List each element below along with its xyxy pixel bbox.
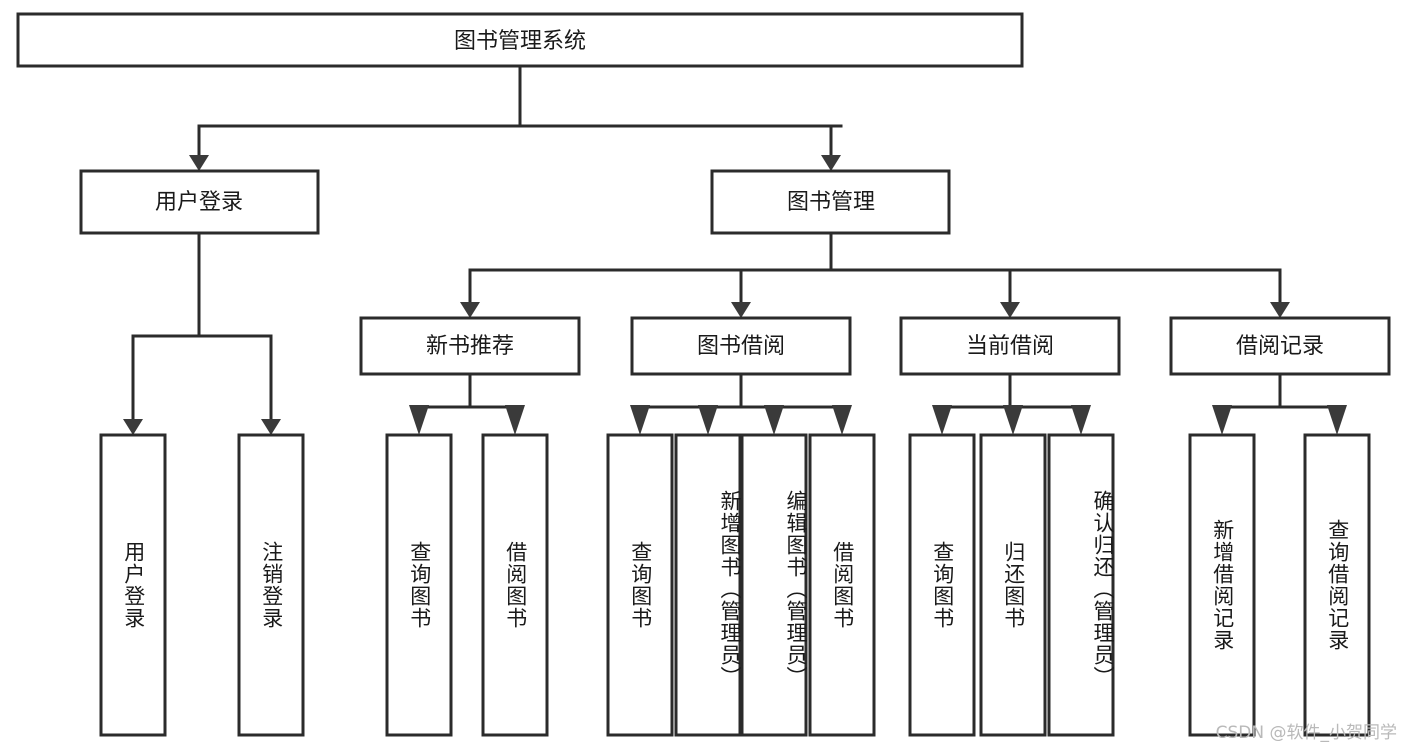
node-user-login-rect[interactable] <box>79 169 320 235</box>
leaf-rect-user-login[interactable] <box>99 433 167 737</box>
connector-group-current-borrow <box>932 372 1091 435</box>
leaf-rect-add-book-admin[interactable] <box>674 433 742 737</box>
node-new-book-recommend[interactable]: 新书推荐 <box>359 316 581 376</box>
leaf-rect-query-book-bb[interactable] <box>606 433 674 737</box>
arrowhead-nb-1 <box>409 405 429 435</box>
node-root-label: 图书管理系统 <box>454 29 586 54</box>
leaf-rect-confirm-return-admin[interactable] <box>1047 433 1115 737</box>
node-current-borrow-label: 当前借阅 <box>966 334 1054 359</box>
leaf-rect-query-book-nb[interactable] <box>385 433 453 737</box>
connector-group-user-login <box>123 231 281 435</box>
arrowhead-bb-4 <box>832 405 852 435</box>
leaf-rect-borrow-book-bb[interactable] <box>808 433 876 737</box>
connector-group-book-borrow <box>630 372 852 435</box>
node-book-management[interactable]: 图书管理 <box>710 169 951 235</box>
node-book-management-rect[interactable] <box>710 169 951 235</box>
node-book-management-label: 图书管理 <box>787 190 875 215</box>
arrowhead-bm-2 <box>731 302 751 318</box>
arrowhead-ul-2 <box>261 419 281 435</box>
node-root-rect[interactable] <box>16 12 1024 68</box>
node-new-book-recommend-label: 新书推荐 <box>426 334 514 359</box>
arrowhead-root-to-book-mgmt <box>821 155 841 171</box>
connector-group-borrow-record <box>1212 372 1347 435</box>
node-new-book-recommend-rect[interactable] <box>359 316 581 376</box>
arrowhead-bm-3 <box>1000 302 1020 318</box>
leaf-rect-query-book-cb[interactable] <box>908 433 976 737</box>
arrowhead-br-2 <box>1327 405 1347 435</box>
connector-group-book-mgmt <box>460 231 1290 318</box>
arrowhead-bm-4 <box>1270 302 1290 318</box>
arrowhead-bb-2 <box>698 405 718 435</box>
csdn-watermark: CSDN @软件_小贺同学 <box>1215 723 1397 743</box>
node-borrow-record-rect[interactable] <box>1169 316 1391 376</box>
arrowhead-cb-3 <box>1071 405 1091 435</box>
leaf-rect-logout-login[interactable] <box>237 433 305 737</box>
node-borrow-record-label: 借阅记录 <box>1236 334 1324 359</box>
arrowhead-bb-3 <box>764 405 784 435</box>
connector-group-root <box>189 64 843 171</box>
node-user-login[interactable]: 用户登录 <box>79 169 320 235</box>
node-book-borrow-rect[interactable] <box>630 316 852 376</box>
leaf-rect-borrow-book-nb[interactable] <box>481 433 549 737</box>
leaf-rect-return-book[interactable] <box>979 433 1047 737</box>
node-book-borrow[interactable]: 图书借阅 <box>630 316 852 376</box>
node-root[interactable]: 图书管理系统 <box>16 12 1024 68</box>
arrowhead-cb-1 <box>932 405 952 435</box>
leaf-rect-query-borrow-record[interactable] <box>1303 433 1371 737</box>
node-borrow-record[interactable]: 借阅记录 <box>1169 316 1391 376</box>
leaf-rect-add-borrow-record[interactable] <box>1188 433 1256 737</box>
arrowhead-root-to-user-login <box>189 155 209 171</box>
arrowhead-bm-1 <box>460 302 480 318</box>
node-book-borrow-label: 图书借阅 <box>697 334 785 359</box>
node-current-borrow-rect[interactable] <box>899 316 1121 376</box>
leaf-rect-edit-book-admin[interactable] <box>740 433 808 737</box>
arrowhead-cb-2 <box>1003 405 1023 435</box>
arrowhead-bb-1 <box>630 405 650 435</box>
arrowhead-nb-2 <box>505 405 525 435</box>
node-user-login-label: 用户登录 <box>155 190 243 215</box>
connector-group-new-book <box>409 372 525 435</box>
arrowhead-ul-1 <box>123 419 143 435</box>
node-current-borrow[interactable]: 当前借阅 <box>899 316 1121 376</box>
arrowhead-br-1 <box>1212 405 1232 435</box>
